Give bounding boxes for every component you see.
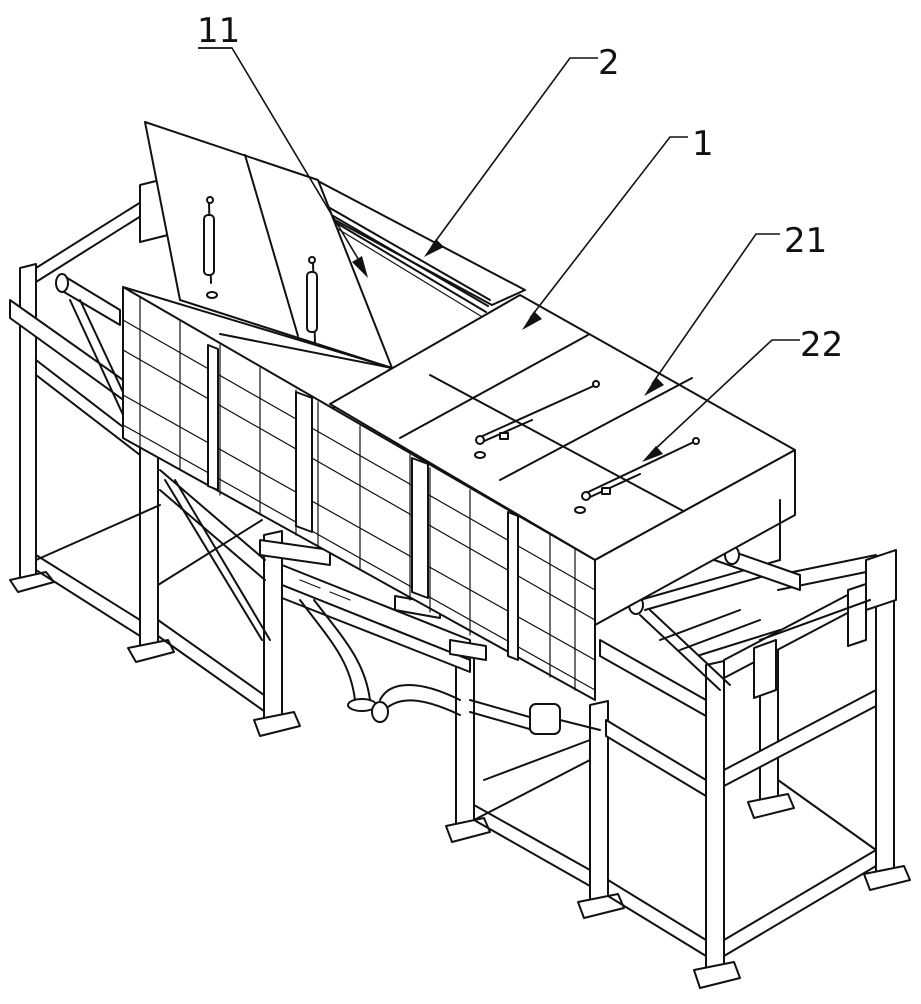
callout-2: 2 bbox=[598, 43, 620, 83]
callout-22: 22 bbox=[800, 325, 843, 365]
callout-11: 11 bbox=[197, 11, 240, 51]
callout-1: 1 bbox=[692, 124, 714, 164]
callout-21: 21 bbox=[784, 221, 827, 261]
